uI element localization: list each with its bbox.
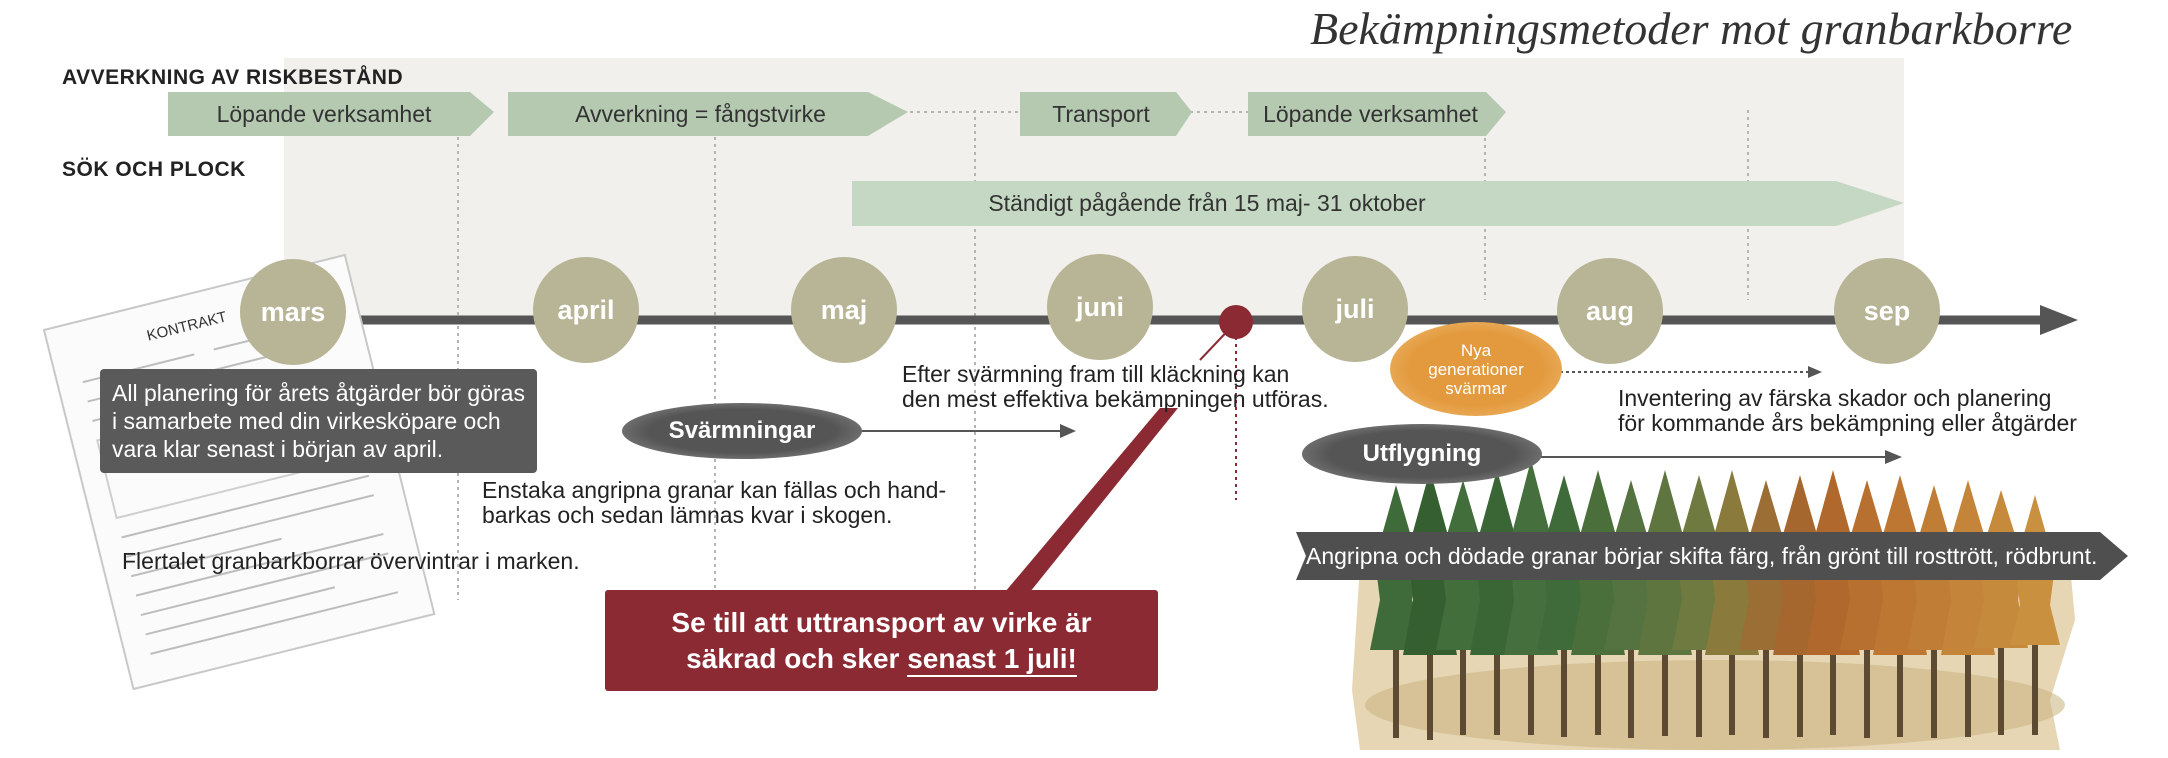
- inventering-line: Inventering av färska skador och planeri…: [1618, 385, 2052, 411]
- month-juni: juni: [1047, 254, 1153, 360]
- month-aug: aug: [1557, 258, 1663, 364]
- planning-line: i samarbete med din virkesköpare och: [112, 408, 501, 434]
- planning-note-box: All planering för årets åtgärder bör gör…: [100, 369, 537, 473]
- callout-pointer: [1005, 408, 1178, 592]
- month-juli: juli: [1302, 256, 1408, 362]
- utflygning-event: Utflygning: [1302, 424, 1542, 484]
- enstaka-note: Enstaka angripna granar kan fällas och h…: [482, 478, 946, 528]
- effektiva-note: Efter svärmning fram till kläckning kan …: [902, 362, 1329, 412]
- phase-arrow: [1020, 92, 1192, 136]
- callout-deadline: senast 1 juli!: [907, 642, 1077, 677]
- svarmningar-event: Svärmningar: [622, 403, 862, 459]
- nya-line: generationer: [1428, 359, 1524, 379]
- sok-phase-label: Ständigt pågående från 15 maj- 31 oktobe…: [988, 190, 1426, 216]
- inventering-note: Inventering av färska skador och planeri…: [1618, 386, 2077, 436]
- nya-arrowhead: [1808, 366, 1822, 378]
- angripna-note: Angripna och dödade granar börjar skifta…: [1306, 542, 2098, 569]
- month-sep: sep: [1834, 258, 1940, 364]
- page-title: Bekämpningsmetoder mot granbarkborre: [1310, 3, 2073, 54]
- phase-arrow: [168, 92, 494, 136]
- callout-line-2-prefix: säkrad och sker: [686, 642, 908, 674]
- inventering-line: för kommande års bekämpning eller åtgärd…: [1618, 410, 2077, 436]
- phase-label-lopande-1: Löpande verksamhet: [216, 100, 432, 127]
- planning-line: vara klar senast i början av april.: [112, 436, 444, 462]
- section-label-sok-och-plock: SÖK OCH PLOCK: [62, 158, 246, 181]
- effektiva-line: Efter svärmning fram till kläckning kan: [902, 361, 1290, 387]
- phase-label-lopande-2: Löpande verksamhet: [1263, 100, 1478, 127]
- enstaka-line: barkas och sedan lämnas kvar i skogen.: [482, 502, 893, 528]
- planning-line: All planering för årets åtgärder bör gör…: [112, 380, 525, 406]
- month-maj: maj: [791, 257, 897, 363]
- timeline-arrowhead: [2040, 305, 2078, 335]
- callout-line-2: säkrad och sker senast 1 juli!: [605, 641, 1158, 677]
- phase-arrow: [508, 92, 908, 136]
- phase-label-avverkning: Avverkning = fångstvirke: [575, 100, 826, 127]
- month-april: april: [533, 257, 639, 363]
- forest-illustration: [1352, 460, 2075, 750]
- overvintrar-note: Flertalet granbarkborrar övervintrar i m…: [122, 548, 580, 574]
- nya-line: Nya: [1460, 340, 1492, 360]
- section-label-avverkning: AVVERKNING AV RISKBESTÅND: [62, 66, 404, 89]
- svarmningar-arrowhead: [1060, 424, 1076, 438]
- callout-line-1: Se till att uttransport av virke är: [671, 606, 1092, 638]
- nya-generationer-event: Nya generationer svärmar: [1390, 322, 1562, 416]
- effektiva-line: den mest effektiva bekämpningen utföras.: [902, 386, 1329, 412]
- phase-label-transport: Transport: [1052, 100, 1150, 127]
- month-mars: mars: [240, 259, 346, 365]
- nya-line: svärmar: [1445, 378, 1507, 398]
- sok-arrow: [852, 181, 1904, 226]
- utflygning-arrowhead: [1885, 450, 1902, 464]
- enstaka-line: Enstaka angripna granar kan fällas och h…: [482, 477, 947, 503]
- july-1-marker: [1219, 305, 1253, 339]
- phase-arrow: [1248, 92, 1506, 136]
- angripna-banner-shape: [1296, 532, 2128, 580]
- transport-deadline-callout: Se till att uttransport av virke är säkr…: [605, 590, 1158, 691]
